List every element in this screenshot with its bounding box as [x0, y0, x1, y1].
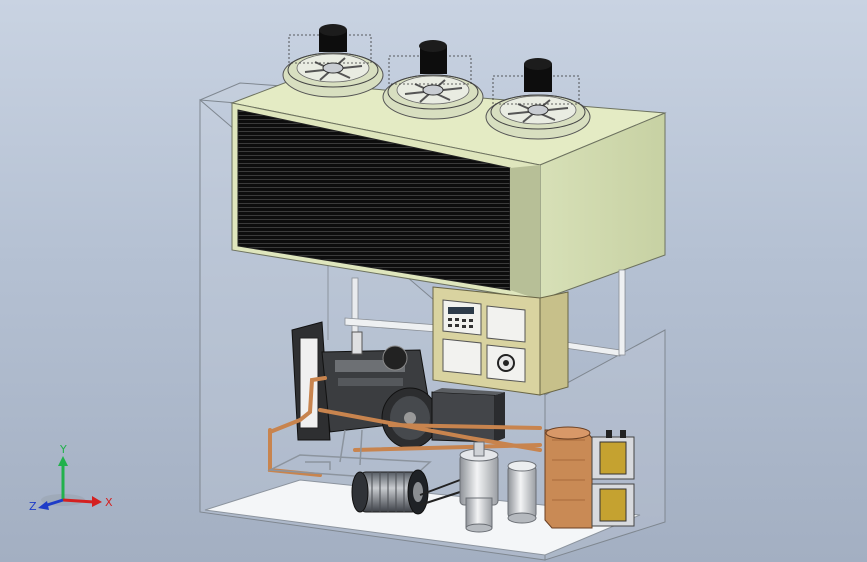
panel-blank-2	[442, 338, 482, 376]
copper-piping	[268, 376, 542, 477]
z-axis-label: Z	[29, 500, 37, 513]
liquid-receiver[interactable]	[507, 460, 537, 524]
compressor[interactable]	[459, 441, 499, 533]
generator[interactable]	[431, 388, 505, 443]
control-panel[interactable]	[432, 286, 569, 396]
motor[interactable]	[351, 469, 461, 515]
plate-heat-exchanger[interactable]	[544, 426, 593, 529]
coordinate-triad: Y X Z	[29, 443, 113, 513]
x-axis	[62, 498, 95, 504]
fan-2[interactable]	[382, 40, 484, 120]
condenser-unit[interactable]	[230, 81, 666, 301]
discharge-pipe	[344, 269, 626, 357]
fan-1[interactable]	[282, 24, 384, 98]
controller-buttons[interactable]	[448, 318, 473, 328]
x-axis-label: X	[105, 496, 113, 509]
filter-dryer-stack[interactable]	[591, 430, 635, 527]
fan-3[interactable]	[485, 58, 591, 140]
controller-display[interactable]	[442, 299, 482, 336]
panel-blank-1	[486, 305, 526, 343]
y-axis-label: Y	[59, 443, 67, 456]
